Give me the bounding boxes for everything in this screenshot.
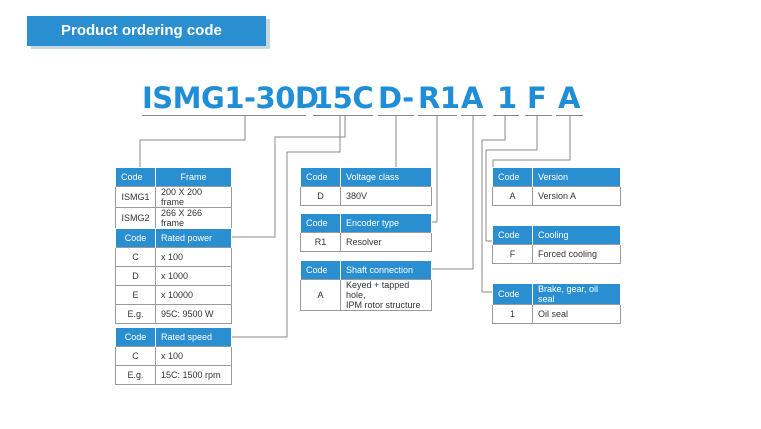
table-row: E.g.15C: 1500 rpm (115, 365, 232, 385)
code-part-voltage: D- (378, 81, 414, 115)
underline-brake (493, 115, 519, 116)
table-header: Code (300, 213, 341, 233)
table-header: Encoder type (340, 213, 432, 233)
connector-cooling (485, 115, 538, 242)
connector-brake (481, 115, 506, 293)
code-part-version: A (558, 81, 580, 115)
table-header: Rated power (155, 228, 232, 248)
connector-encoder (430, 115, 438, 223)
table-header: Rated speed (155, 327, 232, 347)
table-header: Code (115, 327, 156, 347)
connector-shaft (430, 115, 474, 270)
table-header: Code (300, 167, 341, 187)
table-row: E.g.95C: 9500 W (115, 304, 232, 324)
code-part-shaft: A (461, 81, 483, 115)
connector-frame (139, 115, 246, 167)
code-part-model: ISMG1-30D (142, 81, 319, 115)
connector-rated-speed (230, 115, 341, 338)
table-header: Code (492, 283, 533, 305)
code-part-encoder: R1 (418, 81, 460, 115)
code-part-cooling: F (527, 81, 547, 115)
table-header: Version (532, 167, 621, 187)
connector-version (492, 115, 571, 167)
underline-rated-power-speed (313, 115, 373, 116)
connector-rated-power (230, 115, 346, 238)
underline-cooling (525, 115, 552, 116)
table-header: Code (115, 228, 156, 248)
section-banner: Product ordering code (27, 16, 266, 46)
code-part-brake: 1 (497, 81, 517, 115)
table-header: Frame (155, 167, 232, 187)
code-part-rated-power-speed: 15C (313, 81, 374, 115)
table-header: Cooling (532, 225, 621, 245)
table-header: Shaft connection (340, 260, 432, 280)
table-header: Code (492, 167, 533, 187)
table-header: Brake, gear, oil seal (532, 283, 621, 305)
table-header: Code (492, 225, 533, 245)
underline-model (142, 115, 306, 116)
table-header: Code (115, 167, 156, 187)
table-header: Voltage class (340, 167, 432, 187)
section-title: Product ordering code (61, 22, 222, 39)
table-header: Code (300, 260, 341, 280)
